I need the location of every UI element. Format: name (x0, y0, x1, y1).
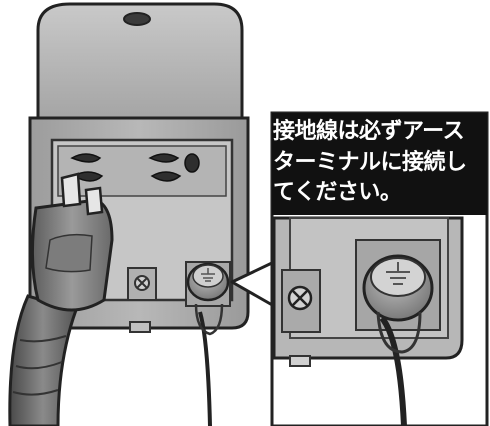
earth-wire (198, 311, 212, 426)
earth-terminal-knob (185, 261, 231, 307)
outlet-left (70, 153, 104, 182)
bottom-tab (129, 321, 151, 333)
callout-box (272, 113, 487, 215)
screw-icon (127, 267, 157, 301)
callout-line-3: てください。 (273, 180, 402, 205)
outlet-right (148, 153, 200, 182)
callout-line-1: 接地線は必ずアース (273, 119, 465, 144)
callout-line-2: ターミナルに接続し (273, 149, 467, 175)
earth-symbol-icon (386, 262, 410, 285)
power-cable (8, 294, 78, 426)
power-plug (30, 172, 114, 312)
callout-text: 接地線は必ずアース ターミナルに接続し てください。 (273, 117, 487, 209)
device-top (36, 2, 244, 120)
zoom-panel (270, 111, 489, 426)
top-hole (123, 12, 151, 26)
